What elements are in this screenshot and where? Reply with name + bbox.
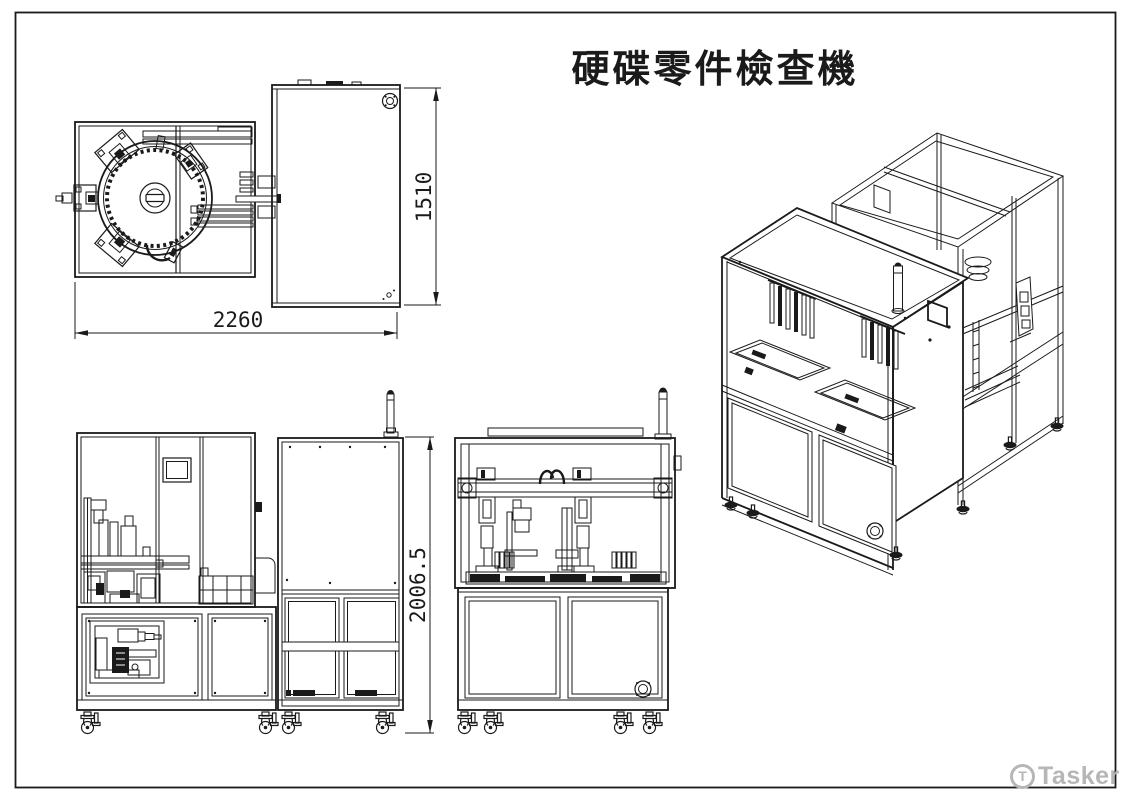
dial-fixture	[173, 142, 209, 180]
isometric-view	[720, 132, 1065, 576]
dimension-depth	[404, 87, 441, 306]
hmi-panel	[162, 457, 192, 483]
comb-fixture	[611, 551, 637, 569]
fan-icon	[866, 522, 884, 540]
dial-fixture	[94, 128, 140, 174]
front-left-machinery	[80, 497, 190, 604]
caster-icon	[457, 711, 478, 735]
fan-icon	[634, 680, 652, 698]
dimension-overall-width	[74, 282, 398, 339]
z-actuator	[571, 467, 595, 573]
caster-icon	[281, 711, 302, 735]
front-machine	[720, 206, 970, 576]
caster-icon	[642, 711, 663, 735]
dial-fixture	[55, 184, 99, 212]
machine-internals	[728, 279, 917, 434]
leveling-foot-icon	[745, 504, 761, 519]
rotary-dial	[97, 135, 213, 256]
top-view	[55, 79, 441, 339]
dimension-overall-width-label: 2260	[212, 308, 264, 332]
signal-tower-icon	[654, 387, 672, 440]
base-machinery	[89, 620, 165, 684]
page-title: 硬碟零件檢查機	[571, 46, 859, 91]
cable-hook	[538, 469, 566, 485]
side-base	[457, 587, 669, 711]
caster-icon	[483, 711, 504, 735]
front-right-cabinet	[277, 437, 404, 711]
gantry-beam	[457, 477, 673, 499]
caster-icon	[375, 711, 396, 735]
front-view	[76, 390, 434, 735]
comb-fixture	[494, 551, 515, 569]
caster-icon	[80, 711, 101, 735]
front-shelf	[198, 567, 254, 605]
dimension-overall-height-label: 2006.5	[406, 547, 430, 623]
signal-tower-icon	[891, 262, 905, 314]
fan-icon	[381, 92, 399, 110]
cable-duct	[254, 557, 276, 594]
watermark-text: Tasker	[1038, 761, 1120, 790]
pallet-row	[465, 571, 667, 585]
dial-fixture	[94, 222, 140, 268]
back-frame-details	[964, 256, 1034, 408]
tasker-logo-icon: T	[1010, 763, 1035, 789]
caster-icon	[258, 711, 279, 735]
dial-fixture	[145, 240, 184, 264]
dimension-depth-label: 1510	[412, 171, 436, 223]
center-post	[555, 507, 579, 573]
caster-icon	[613, 711, 634, 735]
sheet-border	[14, 11, 1117, 789]
watermark: T Tasker	[1010, 762, 1120, 790]
z-actuator	[475, 467, 499, 573]
dimension-overall-height	[405, 436, 434, 734]
signal-tower-icon	[383, 390, 399, 438]
side-view	[454, 387, 682, 735]
top-view-side-panel	[271, 79, 401, 308]
leveling-foot-icon	[1002, 436, 1018, 451]
front-base	[76, 606, 277, 711]
door-window	[927, 299, 948, 329]
camera-stand	[504, 499, 538, 571]
